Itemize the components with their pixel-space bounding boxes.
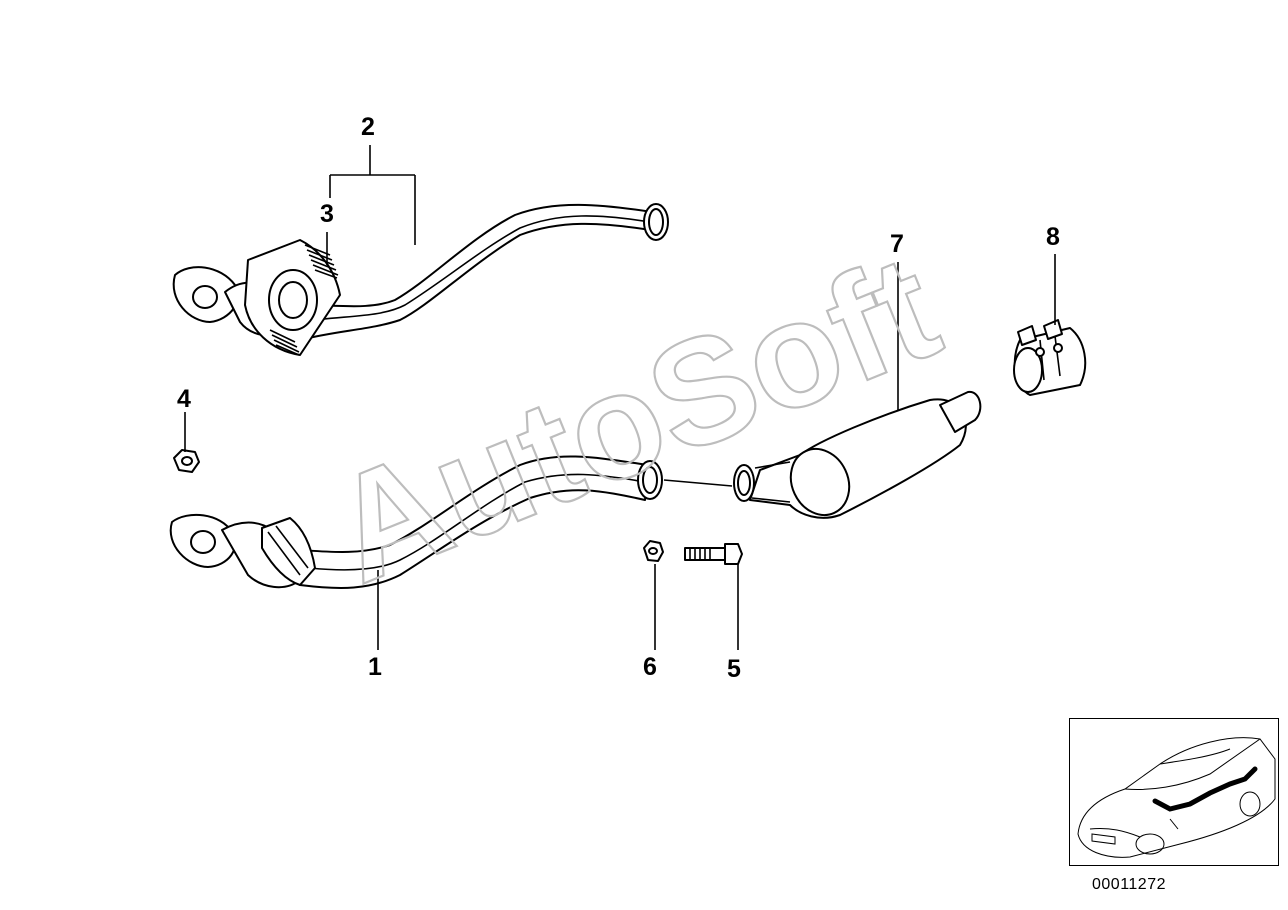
callout-6: 6 [643,653,657,681]
document-number: 00011272 [1092,876,1166,893]
assembly-link-line [663,479,733,487]
car-outline-icon [1077,737,1276,858]
leader-lines [184,145,1056,650]
callout-3: 3 [320,200,334,228]
hex-nut-6[interactable] [643,540,664,562]
callout-7: 7 [890,230,904,258]
front-pipe-upper[interactable] [172,203,669,356]
callout-5: 5 [727,655,741,683]
pipe-clamp[interactable] [1013,319,1087,396]
hex-bolt[interactable] [684,543,743,565]
callout-2: 2 [361,113,375,141]
callout-4: 4 [177,385,191,413]
watermark: AutoSoft [309,222,959,615]
callout-1: 1 [368,653,382,681]
center-muffler[interactable] [733,390,982,525]
callout-8: 8 [1046,223,1060,251]
vehicle-location-inset [1069,718,1279,866]
front-pipe-lower[interactable] [169,455,663,589]
hex-nut-4[interactable] [173,449,200,473]
